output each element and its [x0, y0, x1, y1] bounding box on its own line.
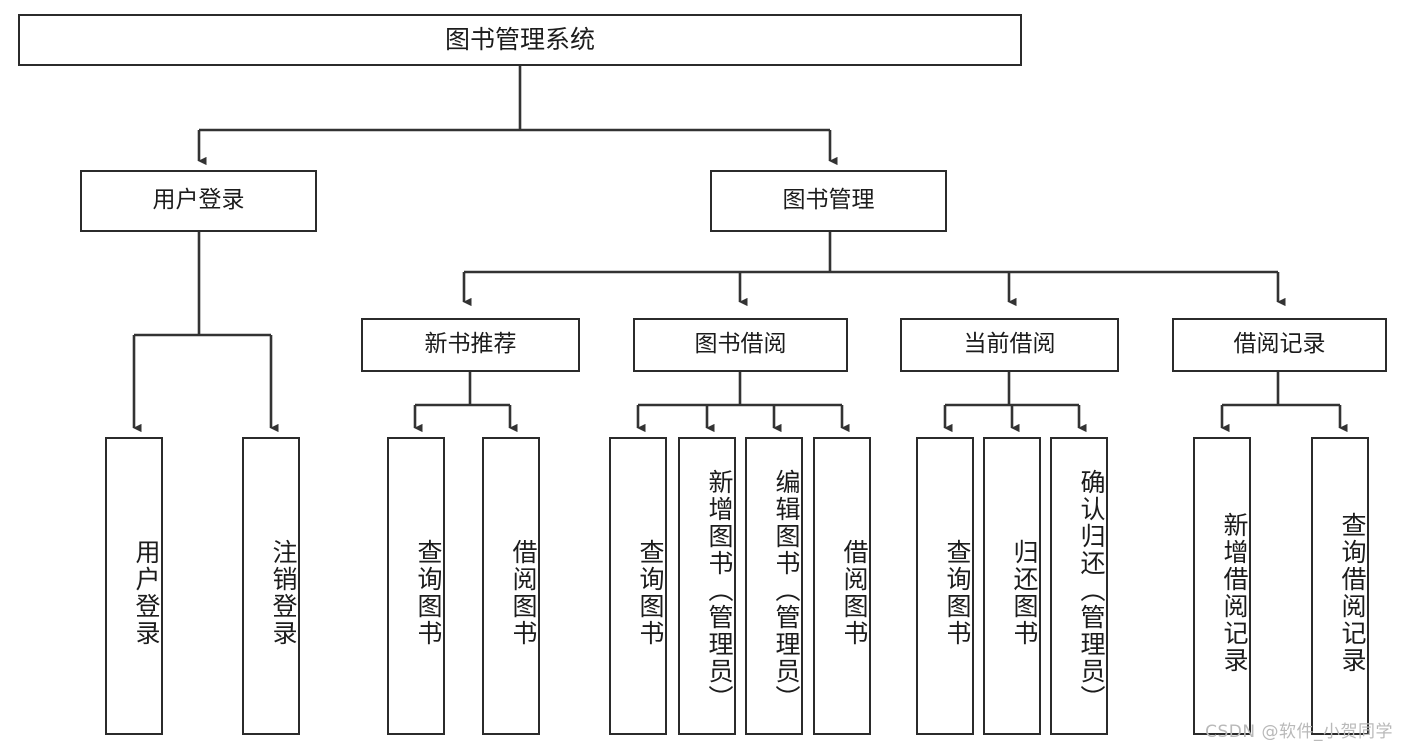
node-leaf-user-logout[interactable]: 注销登录 — [242, 437, 300, 735]
node-leaf-query-book-2-label: 查询图书 — [636, 539, 665, 647]
node-leaf-return-book[interactable]: 归还图书 — [983, 437, 1041, 735]
node-leaf-add-record[interactable]: 新增借阅记录 — [1193, 437, 1251, 735]
node-leaf-borrow-book-1[interactable]: 借阅图书 — [482, 437, 540, 735]
node-book-manage-label: 图书管理 — [782, 187, 875, 214]
node-root-label: 图书管理系统 — [444, 25, 595, 55]
node-current-borrow[interactable]: 当前借阅 — [900, 318, 1119, 372]
csdn-watermark: CSDN @软件_小贺同学 — [1205, 722, 1393, 742]
node-leaf-query-record-label: 查询借阅记录 — [1338, 512, 1367, 674]
node-user-login-label: 用户登录 — [152, 187, 245, 214]
node-leaf-user-logout-label: 注销登录 — [269, 539, 298, 647]
node-leaf-query-book-2[interactable]: 查询图书 — [609, 437, 667, 735]
node-leaf-borrow-book-2-label: 借阅图书 — [840, 539, 869, 647]
node-borrow-record[interactable]: 借阅记录 — [1172, 318, 1387, 372]
node-leaf-user-login[interactable]: 用户登录 — [105, 437, 163, 735]
node-leaf-edit-book[interactable]: 编辑图书（管理员） — [745, 437, 803, 735]
node-leaf-edit-book-label: 编辑图书（管理员） — [772, 468, 801, 712]
node-current-borrow-label: 当前借阅 — [963, 331, 1056, 358]
node-book-borrow-label: 图书借阅 — [694, 331, 787, 358]
node-leaf-query-book-1-label: 查询图书 — [414, 539, 443, 647]
node-leaf-add-book[interactable]: 新增图书（管理员） — [678, 437, 736, 735]
node-new-book-recommend[interactable]: 新书推荐 — [361, 318, 580, 372]
node-new-book-recommend-label: 新书推荐 — [424, 331, 517, 358]
node-leaf-query-book-1[interactable]: 查询图书 — [387, 437, 445, 735]
node-leaf-query-record[interactable]: 查询借阅记录 — [1311, 437, 1369, 735]
node-book-manage[interactable]: 图书管理 — [710, 170, 947, 232]
node-leaf-return-book-label: 归还图书 — [1010, 539, 1039, 647]
node-book-borrow[interactable]: 图书借阅 — [633, 318, 848, 372]
node-root[interactable]: 图书管理系统 — [18, 14, 1022, 66]
node-leaf-borrow-book-2[interactable]: 借阅图书 — [813, 437, 871, 735]
node-leaf-add-record-label: 新增借阅记录 — [1220, 512, 1249, 674]
node-leaf-query-book-3-label: 查询图书 — [943, 539, 972, 647]
node-leaf-query-book-3[interactable]: 查询图书 — [916, 437, 974, 735]
node-leaf-borrow-book-1-label: 借阅图书 — [509, 539, 538, 647]
node-user-login[interactable]: 用户登录 — [80, 170, 317, 232]
node-leaf-confirm-return[interactable]: 确认归还（管理员） — [1050, 437, 1108, 735]
node-leaf-add-book-label: 新增图书（管理员） — [705, 468, 734, 712]
node-borrow-record-label: 借阅记录 — [1233, 331, 1326, 358]
node-leaf-user-login-label: 用户登录 — [132, 539, 161, 647]
node-leaf-confirm-return-label: 确认归还（管理员） — [1077, 468, 1106, 712]
